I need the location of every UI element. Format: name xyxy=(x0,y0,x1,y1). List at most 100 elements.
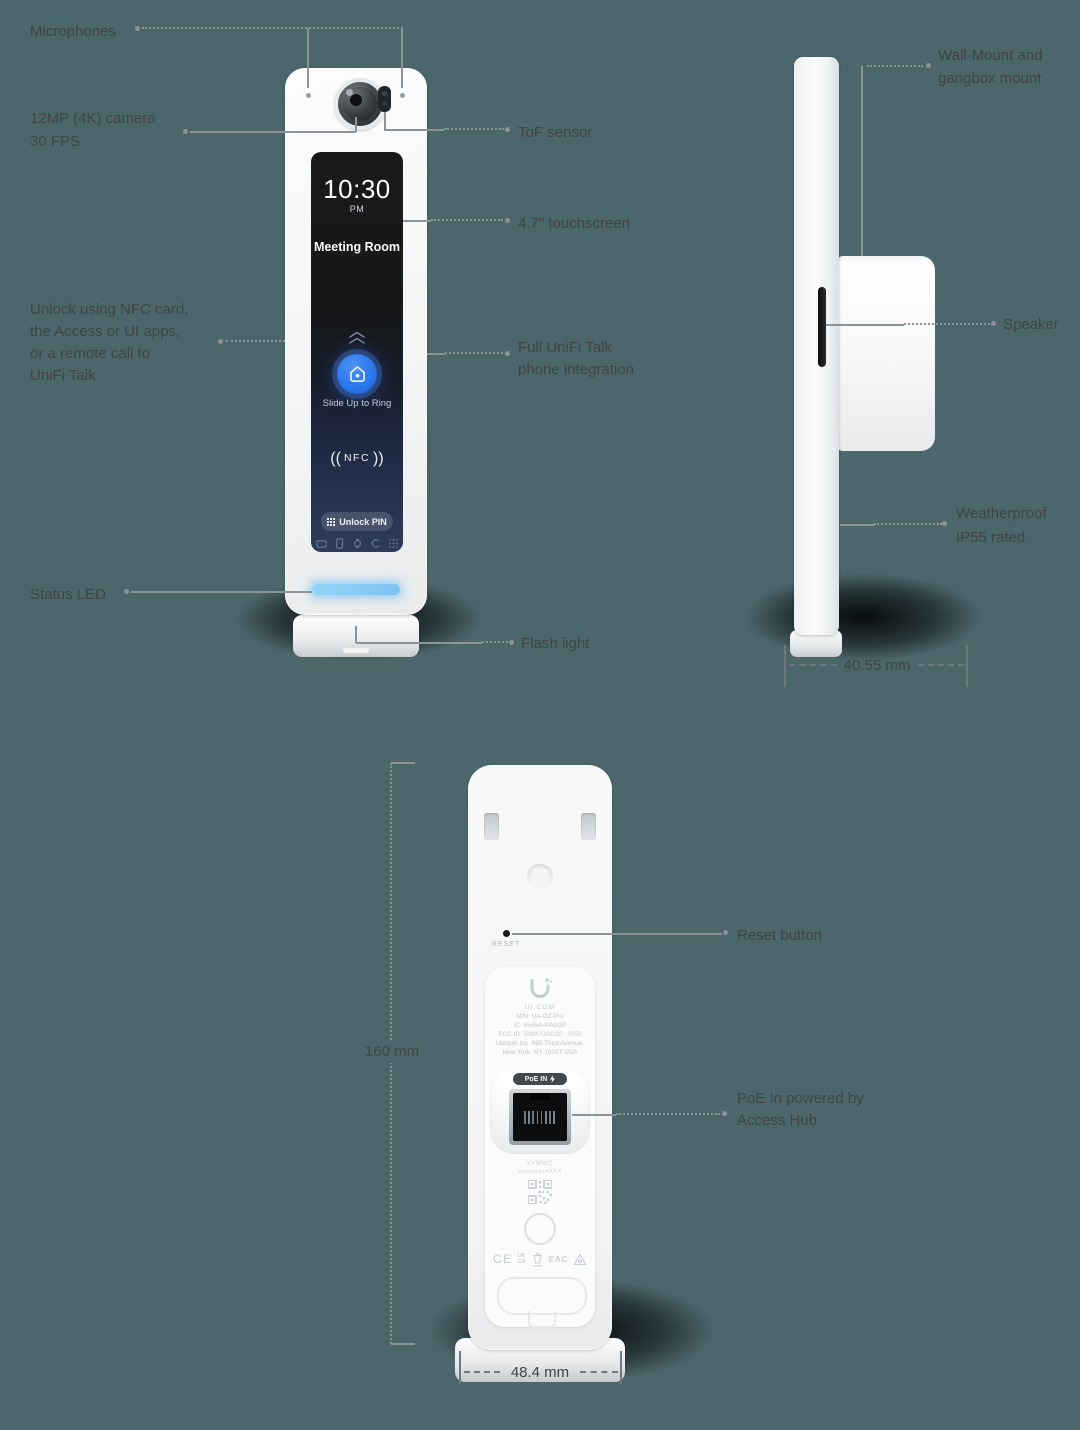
stand-tab xyxy=(528,1311,556,1328)
regulatory-text: M/N: UA-G2-Pro IC: 6545A-UAG2P FCC ID: S… xyxy=(485,1012,595,1057)
leader-line xyxy=(445,352,503,354)
dimension-line xyxy=(789,664,837,666)
leader-line xyxy=(572,1114,616,1116)
poe-recess: PoE IN xyxy=(490,1070,590,1154)
leader-line xyxy=(861,66,863,256)
leader-dot xyxy=(505,351,510,356)
callout-speaker: Speaker xyxy=(1003,316,1059,333)
leader-line xyxy=(431,219,503,221)
leader-line xyxy=(401,28,403,88)
leader-line xyxy=(190,131,356,133)
dimension-line xyxy=(464,1371,500,1373)
cable-hole xyxy=(527,864,553,890)
qr-code xyxy=(528,1180,552,1204)
tof-sensor xyxy=(378,86,391,112)
camera-pupil xyxy=(350,94,362,106)
regulatory-line: M/N: UA-G2-Pro xyxy=(516,1013,564,1020)
dimension-height: 160 mm xyxy=(352,1041,432,1063)
serial-engraving: xxxxxxxxxXXX xyxy=(518,1169,562,1175)
camera-lens xyxy=(334,78,386,130)
rj45-port xyxy=(509,1089,571,1145)
screen-time: 10:30 xyxy=(323,174,391,204)
leader-line xyxy=(512,933,722,935)
dimension-tick xyxy=(620,1351,622,1384)
screen-meridiem: PM xyxy=(349,204,365,214)
recycle-triangle-icon xyxy=(573,1253,587,1266)
ce-mark: CE xyxy=(492,1252,513,1266)
leader-dot xyxy=(135,26,140,31)
front-device: 10:30 PM Meeting Room Slide Up to Ring ( xyxy=(285,68,427,615)
side-device-panel xyxy=(794,57,839,635)
leader-line xyxy=(616,1113,720,1115)
flash-light xyxy=(343,648,369,653)
leader-dot xyxy=(124,589,129,594)
bottom-slot-recess xyxy=(497,1277,587,1315)
chevron-up-icon xyxy=(348,331,366,345)
slide-hint: Slide Up to Ring xyxy=(322,398,392,409)
leader-dot xyxy=(505,218,510,223)
side-ground-shadow xyxy=(698,556,1028,678)
microphone-hole-right xyxy=(400,93,405,98)
pin-grid-icon xyxy=(327,517,336,526)
leader-line xyxy=(355,117,357,132)
leader-line xyxy=(307,28,309,88)
regulatory-line: IC: 6545A-UAG2P xyxy=(513,1022,567,1029)
dimension-line xyxy=(580,1371,618,1373)
watch-icon xyxy=(352,538,363,549)
callout-status-led: Status LED xyxy=(30,586,106,603)
leader-dot xyxy=(505,127,510,132)
keypad-icon xyxy=(388,538,399,549)
regulatory-line: New York, NY 10017 USA xyxy=(502,1049,578,1056)
mount-slot-right xyxy=(581,813,596,840)
dimension-tick xyxy=(459,1351,461,1384)
callout-flash-light: Flash light xyxy=(521,635,590,652)
leader-line xyxy=(355,626,357,643)
callout-touchscreen: 4.7" touchscreen xyxy=(518,215,631,232)
leader-line xyxy=(142,27,403,29)
leader-dot xyxy=(926,63,931,68)
lightning-icon xyxy=(550,1075,556,1083)
side-mount-block xyxy=(837,256,935,451)
status-led xyxy=(312,584,400,595)
ring-gesture-icon xyxy=(370,538,381,549)
leader-line xyxy=(826,324,904,326)
bottom-screw-button xyxy=(524,1213,556,1245)
serial-engraving: YYWWC xyxy=(526,1161,554,1167)
reset-hole xyxy=(503,930,510,937)
reset-engraving: RESET xyxy=(491,941,521,948)
callout-tof-sensor: ToF sensor xyxy=(518,124,593,141)
ring-button xyxy=(337,354,377,394)
leader-line xyxy=(840,524,874,526)
leader-dot xyxy=(509,640,514,645)
screen-room-name: Meeting Room xyxy=(313,240,401,254)
label-plate: UI.COM M/N: UA-G2-Pro IC: 6545A-UAG2P FC… xyxy=(485,967,595,1328)
leader-line xyxy=(904,323,990,325)
leader-dot xyxy=(218,339,223,344)
camera-highlight xyxy=(346,89,353,96)
leader-line xyxy=(482,641,508,643)
leader-line xyxy=(384,112,386,130)
leader-line xyxy=(131,591,312,593)
regulatory-line: FCC ID: SWX-UAG2P IP55 xyxy=(498,1031,582,1038)
leader-line xyxy=(874,523,942,525)
dimension-tick xyxy=(966,645,968,687)
leader-dot xyxy=(723,930,728,935)
leader-dot xyxy=(183,129,188,134)
dimension-tick xyxy=(391,1343,415,1345)
nfc-arc-right: )) xyxy=(373,450,384,467)
ubiquiti-u-logo-icon xyxy=(526,977,554,1003)
unlock-pin-label: Unlock PIN xyxy=(339,516,387,527)
nfc-arc-left: (( xyxy=(330,450,341,467)
poe-in-badge: PoE IN xyxy=(513,1073,567,1085)
leader-line xyxy=(427,353,445,355)
leader-line xyxy=(356,642,482,644)
unlock-pin-button: Unlock PIN xyxy=(321,512,393,531)
callout-microphones: Microphones xyxy=(30,23,116,40)
